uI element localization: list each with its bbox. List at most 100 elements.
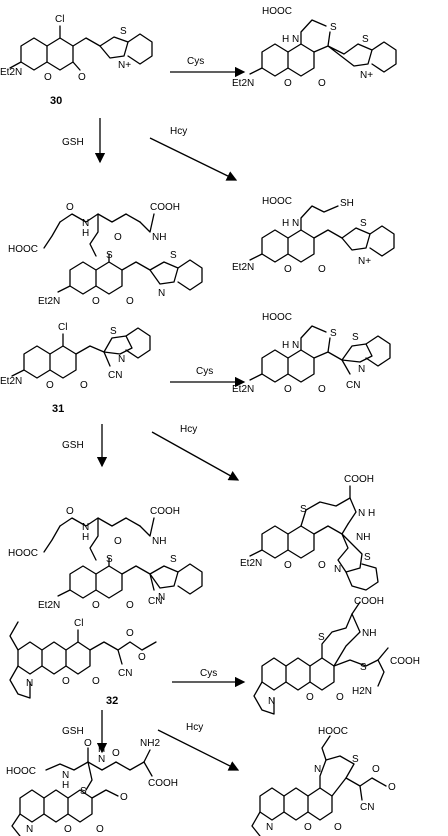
c31hcy-nh: NH xyxy=(356,532,370,543)
c30-hcy-product-structure xyxy=(249,205,395,263)
c31-o-carbonyl: O xyxy=(80,380,88,391)
c30cys-hooc: HOOC xyxy=(262,6,292,17)
compound-label-32: 32 xyxy=(106,695,118,707)
c32hcy-o-ester-carbonyl: O xyxy=(372,764,380,775)
c32-o-ester: O xyxy=(138,652,146,663)
c32cys-s-ring: S xyxy=(318,632,325,643)
c31-o-ring: O xyxy=(46,380,54,391)
c31hcy-o-carbonyl: O xyxy=(318,560,326,571)
c32hcy-o-ring: O xyxy=(304,822,312,833)
c30-o-ring: O xyxy=(44,72,52,83)
c32-hcy-arrow xyxy=(157,729,240,771)
c30-o-carbonyl: O xyxy=(78,72,86,83)
c31gsh-o2: O xyxy=(114,536,122,547)
c32gsh-s: S xyxy=(80,786,87,797)
compound-30-structure xyxy=(9,25,153,71)
c30hcy-o-carbonyl: O xyxy=(318,264,326,275)
c30hcy-nplus: N+ xyxy=(358,256,371,267)
c32-cys-product-structure xyxy=(253,601,389,715)
c30cys-h: H xyxy=(282,34,289,45)
c30cys-n: N xyxy=(292,34,299,45)
c30gsh-o-carbonyl: O xyxy=(126,296,134,307)
c30-cl: Cl xyxy=(55,14,64,25)
c30gsh-n: N xyxy=(82,218,89,229)
c31-gsh-reagent: GSH xyxy=(62,440,84,451)
c31-s: S xyxy=(110,326,117,337)
c31hcy-s-benzothiazole: S xyxy=(364,552,371,563)
c30-s: S xyxy=(120,26,127,37)
c32hcy-s: S xyxy=(352,754,359,765)
c32cys-n: N xyxy=(268,696,275,707)
c32-n: N xyxy=(26,678,33,689)
c30gsh-cooh: COOH xyxy=(150,202,180,213)
c31gsh-o-carbonyl: O xyxy=(126,600,134,611)
c30hcy-hooc: HOOC xyxy=(262,196,292,207)
c30hcy-n: N xyxy=(292,218,299,229)
c31gsh-cooh: COOH xyxy=(150,506,180,517)
c32cys-h2n: H2N xyxy=(352,686,372,697)
c30-gsh-product-structure xyxy=(43,213,203,295)
c31-gsh-product-structure xyxy=(43,517,203,599)
c30-hcy-arrow xyxy=(149,137,238,181)
c30-amine: Et2N xyxy=(0,67,22,78)
c32gsh-cooh: COOH xyxy=(148,778,178,789)
c32hcy-n-ring: N xyxy=(314,764,321,775)
c31-n: N xyxy=(118,354,125,365)
c32gsh-h1: H xyxy=(62,780,69,791)
c31gsh-o-ring: O xyxy=(92,600,100,611)
c32-cl: Cl xyxy=(74,618,83,629)
compound-label-31: 31 xyxy=(52,403,64,415)
c30gsh-s-thiazole: S xyxy=(170,250,177,261)
c30cys-amine: Et2N xyxy=(232,78,254,89)
c30gsh-nh: NH xyxy=(152,232,166,243)
c30gsh-o-ring: O xyxy=(92,296,100,307)
c30gsh-o1: O xyxy=(66,202,74,213)
c32gsh-o1: O xyxy=(84,738,92,749)
c30cys-o-carbonyl: O xyxy=(318,78,326,89)
c31cys-n-thiazole: N xyxy=(358,364,365,375)
c31gsh-s-thiazole: S xyxy=(170,554,177,565)
c32gsh-o-aldehyde: O xyxy=(120,792,128,803)
c31cys-o-carbonyl: O xyxy=(318,384,326,395)
c31-hcy-arrow xyxy=(151,431,240,481)
c31gsh-amine: Et2N xyxy=(38,600,60,611)
c31hcy-n: N xyxy=(358,508,365,519)
c31gsh-s-thioether: S xyxy=(106,554,113,565)
c31hcy-cooh: COOH xyxy=(344,474,374,485)
c30cys-s: S xyxy=(330,22,337,33)
c31-amine: Et2N xyxy=(0,376,22,387)
c32gsh-n2: N xyxy=(98,754,105,765)
c31gsh-cn: CN xyxy=(148,596,162,607)
c32hcy-o-carbonyl: O xyxy=(334,822,342,833)
c31gsh-n-thiazole: N xyxy=(158,592,165,603)
c30gsh-o2: O xyxy=(114,232,122,243)
c31cys-s: S xyxy=(330,328,337,339)
c30gsh-hooc: HOOC xyxy=(8,244,38,255)
c31cys-hooc: HOOC xyxy=(262,312,292,323)
c31hcy-o-ring: O xyxy=(284,560,292,571)
c31-hcy-reagent: Hcy xyxy=(180,424,197,435)
c32gsh-n1: N xyxy=(62,770,69,781)
compound-31-structure xyxy=(11,327,151,379)
c32cys-o-carbonyl: O xyxy=(336,692,344,703)
c30-cys-product-structure xyxy=(249,19,397,77)
c30gsh-h: H xyxy=(82,228,89,239)
c30cys-s-thiazole: S xyxy=(362,34,369,45)
c32cys-s-chain: S xyxy=(360,662,367,673)
c31gsh-o1: O xyxy=(66,506,74,517)
c31gsh-nh: NH xyxy=(152,536,166,547)
c30gsh-s-thioether: S xyxy=(106,250,113,261)
c32-cn: CN xyxy=(118,668,132,679)
c31gsh-h: H xyxy=(82,532,89,543)
c30cys-o-ring: O xyxy=(284,78,292,89)
c32hcy-cn: CN xyxy=(360,802,374,813)
c32gsh-o2: O xyxy=(112,748,120,759)
c31-hcy-product-structure xyxy=(249,485,379,591)
c30cys-nplus: N+ xyxy=(360,70,373,81)
c30hcy-h: H xyxy=(282,218,289,229)
c32-gsh-product-structure xyxy=(11,747,153,836)
c32-gsh-reagent: GSH xyxy=(62,726,84,737)
c31cys-amine: Et2N xyxy=(232,384,254,395)
c31hcy-amine: Et2N xyxy=(240,558,262,569)
c32cys-o-ring: O xyxy=(306,692,314,703)
